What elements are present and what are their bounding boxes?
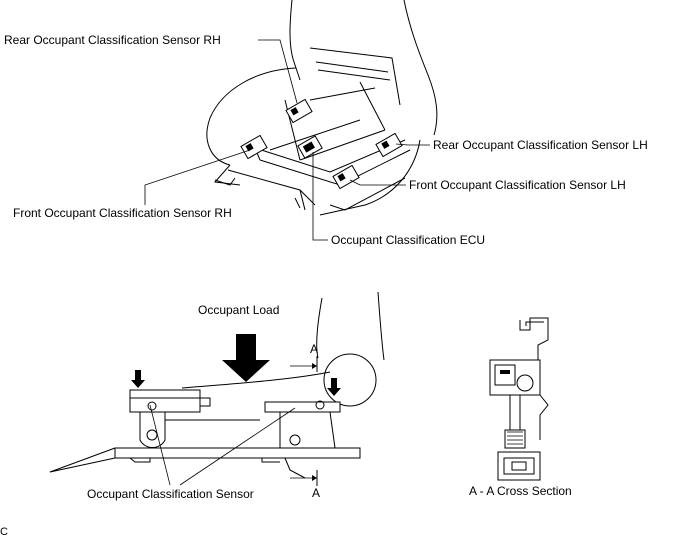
figure-code: C <box>0 526 8 538</box>
seat-side-view <box>49 291 385 486</box>
label-occupant-classification-sensor: Occupant Classification Sensor <box>87 487 254 501</box>
label-ecu: Occupant Classification ECU <box>331 233 486 247</box>
label-occupant-load: Occupant Load <box>198 303 280 317</box>
occupant-load-arrow <box>222 334 270 382</box>
label-section-mark-top: A <box>310 342 319 356</box>
label-cross-section: A - A Cross Section <box>469 484 572 498</box>
label-front-sensor-rh: Front Occupant Classification Sensor RH <box>13 206 232 220</box>
label-front-sensor-lh: Front Occupant Classification Sensor LH <box>409 178 626 192</box>
leader-lines-top <box>144 39 430 241</box>
label-section-mark-bottom: A <box>312 486 321 500</box>
label-rear-sensor-rh: Rear Occupant Classification Sensor RH <box>4 33 221 47</box>
cross-section-drawing <box>489 317 549 481</box>
label-rear-sensor-lh: Rear Occupant Classification Sensor LH <box>433 138 648 152</box>
seat-perspective-drawing <box>206 0 438 216</box>
